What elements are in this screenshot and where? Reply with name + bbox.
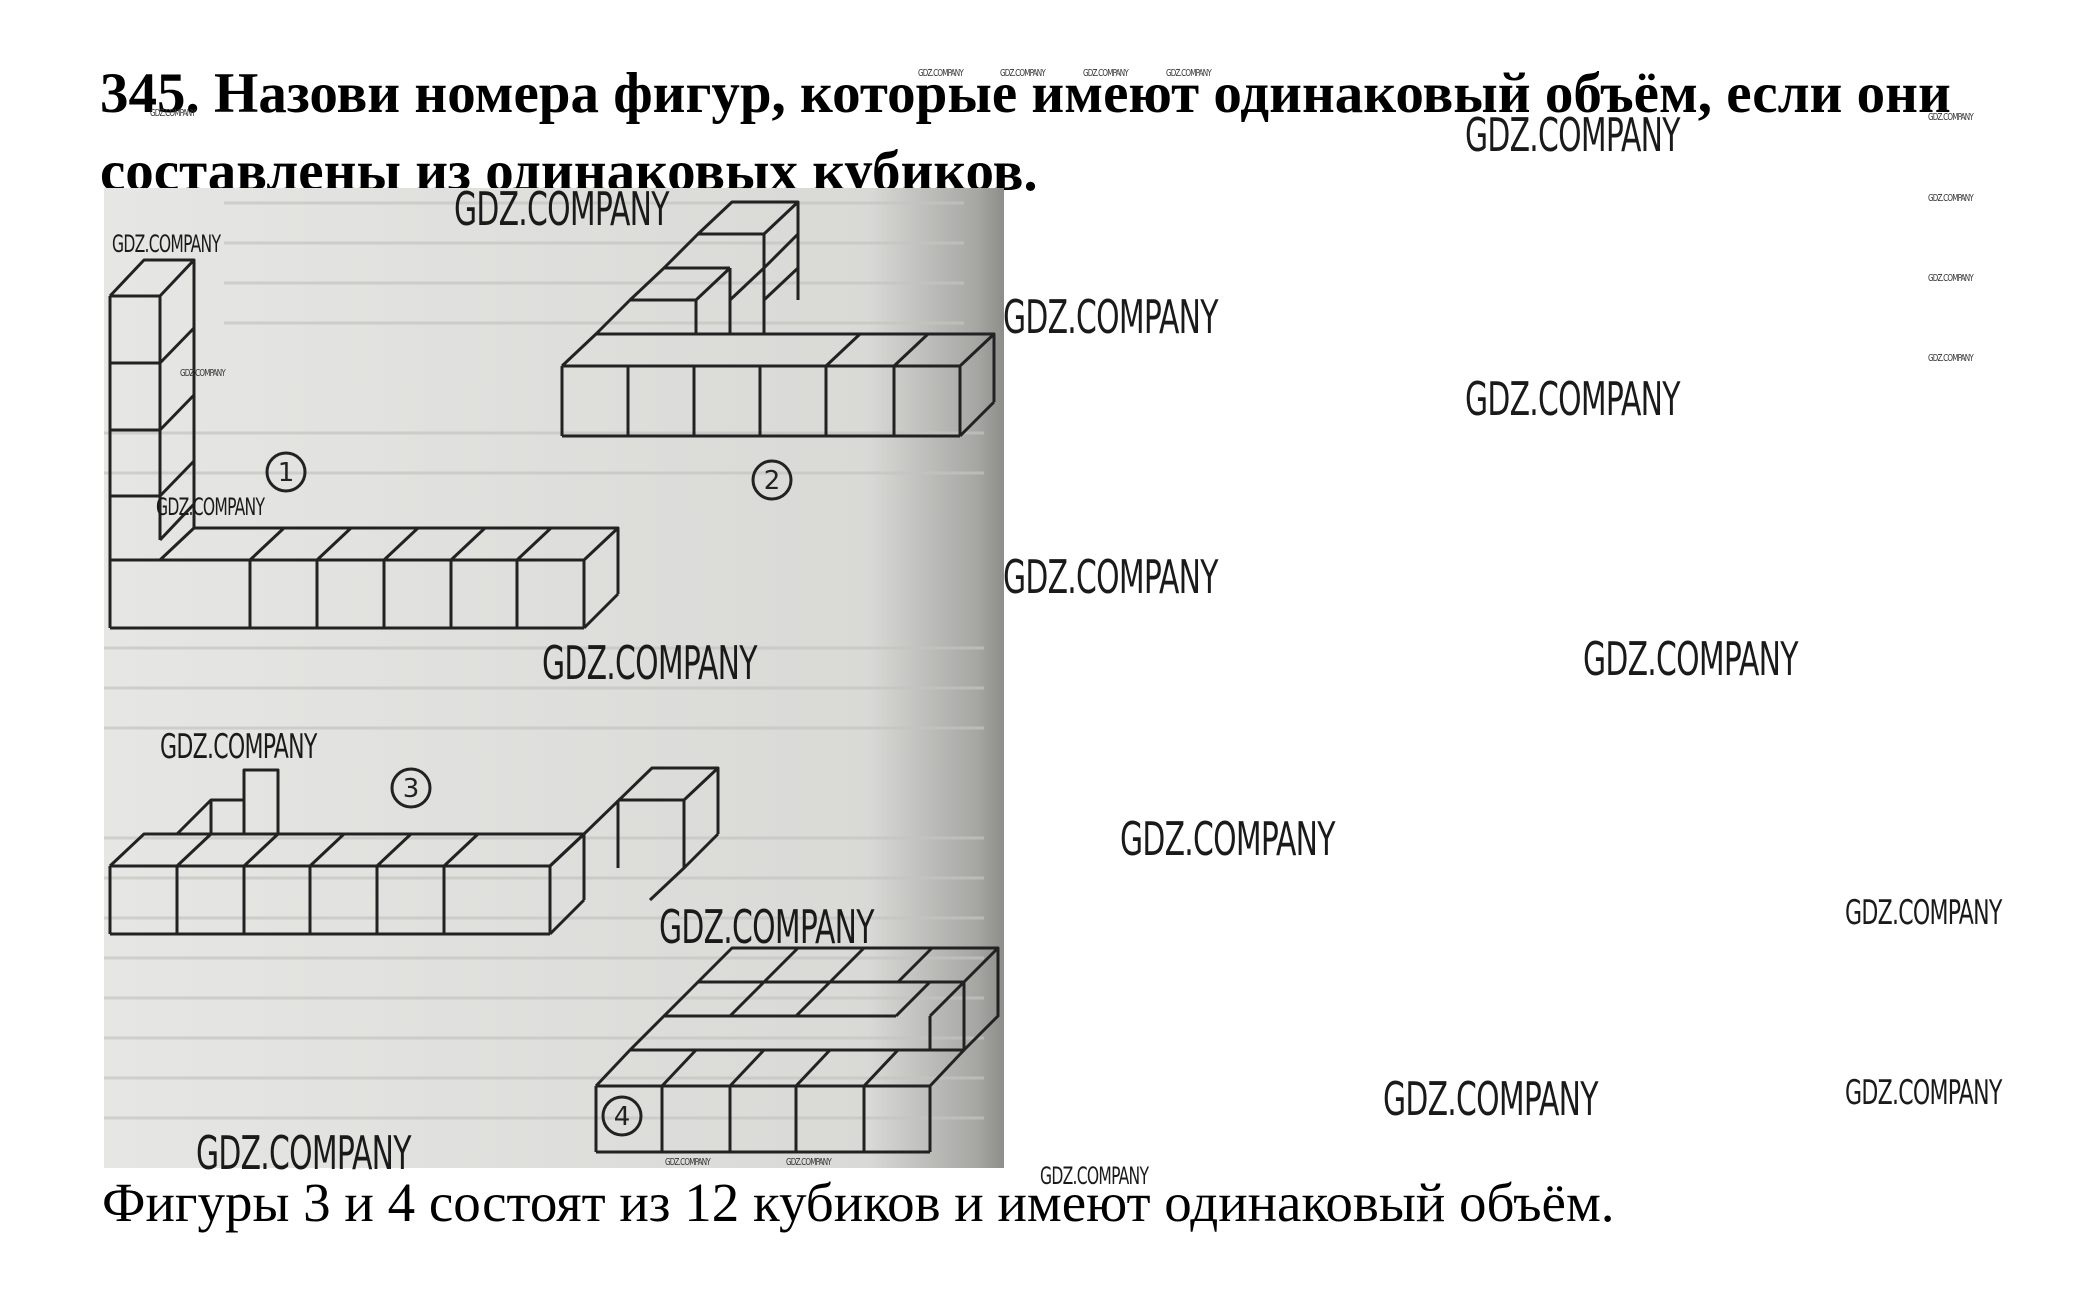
figure-3-marker [390, 767, 432, 809]
watermark: GDZ.COMPANY [1845, 1073, 2002, 1113]
figure-3-label: 3 [403, 774, 420, 804]
figure-1-label: 1 [278, 458, 295, 488]
figures-illustration: 1 2 3 4 [104, 188, 1004, 1168]
watermark: GDZ.COMPANY [1003, 550, 1218, 604]
textbook-scan: 1 2 3 4 [104, 188, 1004, 1168]
figure-1 [108, 258, 620, 630]
watermark: GDZ.COMPANY [918, 68, 964, 79]
watermark: GDZ.COMPANY [454, 182, 669, 236]
watermark: GDZ.COMPANY [1003, 290, 1218, 344]
watermark: GDZ.COMPANY [1000, 68, 1046, 79]
figure-2-marker [751, 459, 793, 501]
watermark: GDZ.COMPANY [1583, 632, 1798, 686]
watermark: GDZ.COMPANY [786, 1157, 832, 1168]
watermark: GDZ.COMPANY [1383, 1072, 1598, 1126]
watermark: GDZ.COMPANY [1928, 353, 1974, 364]
answer-text: Фигуры 3 и 4 состоят из 12 кубиков и име… [102, 1172, 1615, 1233]
watermark: GDZ.COMPANY [1465, 108, 1680, 162]
watermark: GDZ.COMPANY [160, 727, 317, 767]
watermark: GDZ.COMPANY [1120, 812, 1335, 866]
figure-1-marker [265, 451, 307, 493]
watermark: GDZ.COMPANY [1465, 372, 1680, 426]
watermark: GDZ.COMPANY [1928, 273, 1974, 284]
figure-4 [594, 946, 1000, 1154]
watermark: GDZ.COMPANY [156, 493, 265, 521]
watermark: GDZ.COMPANY [112, 230, 221, 258]
watermark: GDZ.COMPANY [1083, 68, 1129, 79]
figure-4-label: 4 [614, 1102, 631, 1132]
task-number: 345. [100, 62, 200, 125]
scan-background [104, 188, 1004, 1168]
watermark: GDZ.COMPANY [196, 1126, 411, 1180]
figure-3 [108, 766, 720, 936]
watermark: GDZ.COMPANY [1040, 1162, 1149, 1190]
figure-2-label: 2 [764, 466, 781, 496]
watermark: GDZ.COMPANY [1928, 112, 1974, 123]
watermark: GDZ.COMPANY [1845, 893, 2002, 933]
watermark: GDZ.COMPANY [1928, 193, 1974, 204]
watermark: GDZ.COMPANY [542, 636, 757, 690]
bleed-through-lines [104, 201, 984, 1120]
watermark: GDZ.COMPANY [659, 900, 874, 954]
watermark: GDZ.COMPANY [180, 368, 226, 379]
figure-4-marker [601, 1095, 643, 1137]
watermark: GDZ.COMPANY [1166, 68, 1212, 79]
figure-2 [560, 200, 996, 501]
watermark: GDZ.COMPANY [665, 1157, 711, 1168]
watermark: GDZ.COMPANY [150, 108, 196, 119]
